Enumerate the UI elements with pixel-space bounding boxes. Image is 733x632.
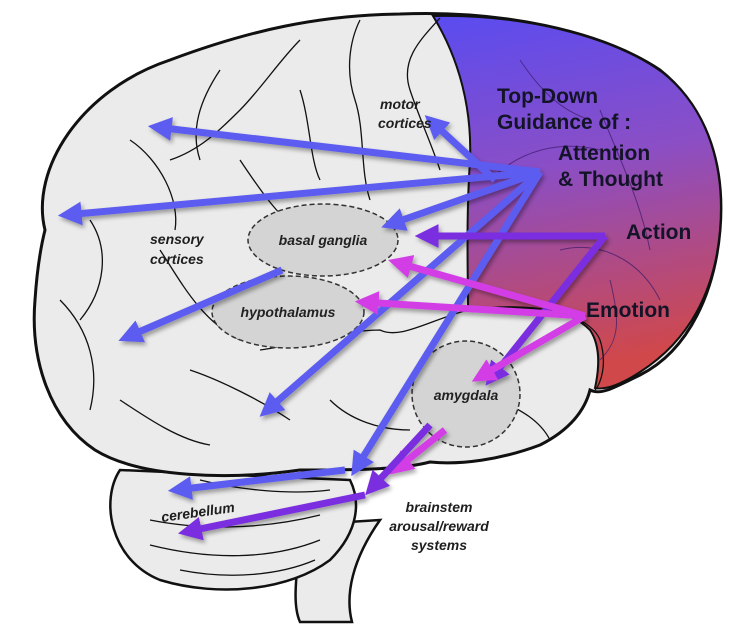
brainstem-label-2: arousal/reward: [389, 518, 489, 534]
arrow-action-to-brainstem-lower: [365, 422, 433, 496]
arrow-attention-to-cerebellum-lower: [167, 466, 346, 500]
arrow-layer: [57, 115, 608, 541]
brainstem-label-3: systems: [411, 537, 467, 553]
emotion-label: Emotion: [586, 299, 670, 322]
arrow-emotion-to-hypothalamus: [354, 291, 586, 320]
motor-cortices-label-2: cortices: [378, 115, 432, 131]
sulci: [59, 17, 551, 576]
arrow-attention-to-cerebellum: [351, 170, 543, 477]
attention-label-1: Attention: [558, 142, 650, 165]
basal-ganglia-label: basal ganglia: [279, 232, 368, 248]
cerebellum-shape: [109, 468, 358, 591]
sensory-cortices-label-2: cortices: [150, 251, 204, 267]
title-line-1: Top-Down: [497, 85, 598, 108]
arrow-emotion-to-basal-ganglia: [388, 255, 586, 320]
arrow-attention-to-upper-sensory-cortex: [147, 117, 541, 176]
attention-label-2: & Thought: [558, 168, 663, 191]
arrow-emotion-to-amygdala: [471, 312, 587, 382]
action-label: Action: [626, 221, 691, 244]
title-line-2: Guidance of :: [497, 111, 631, 134]
arrow-attention-to-motor-cortices: [424, 115, 498, 183]
arrow-basal-ganglia-to-sensory-cortex: [118, 266, 284, 343]
arrow-attention-to-temporal-cortex: [259, 169, 543, 417]
arrow-action-to-cerebellum: [178, 491, 366, 541]
arrow-attention-to-rear-sensory-cortex: [57, 168, 541, 226]
arrow-attention-to-basal-ganglia: [381, 168, 542, 231]
temporal-lobe-edge: [467, 306, 604, 391]
basal-ganglia-oval[interactable]: [247, 203, 399, 277]
sensory-cortices-label-1: sensory: [150, 231, 205, 247]
amygdala-label: amygdala: [434, 387, 499, 403]
arrow-emotion-to-brainstem: [389, 427, 448, 475]
brainstem-label-1: brainstem: [406, 499, 473, 515]
hypothalamus-label: hypothalamus: [241, 304, 336, 320]
motor-cortices-label-1: motor: [380, 96, 421, 112]
